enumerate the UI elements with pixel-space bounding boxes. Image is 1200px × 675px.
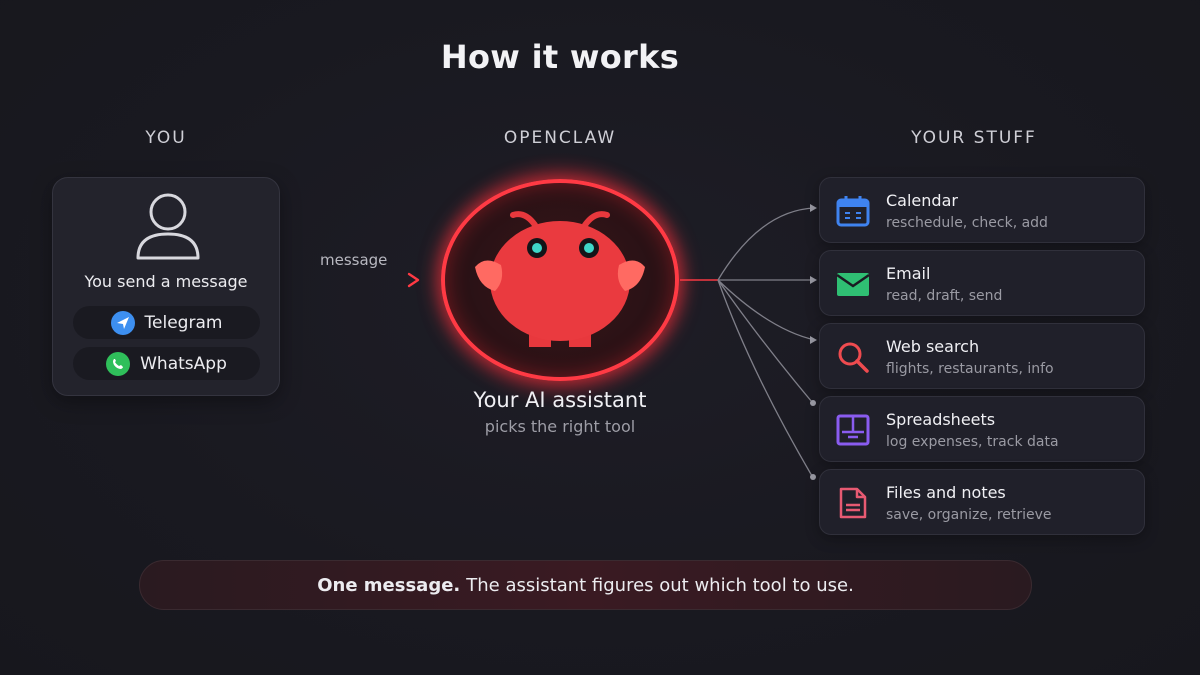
tool-title: Files and notes — [886, 483, 1006, 502]
you-card: You send a message Telegram WhatsApp — [52, 177, 280, 396]
assistant-label: Your AI assistant — [473, 388, 647, 412]
tool-title: Spreadsheets — [886, 410, 996, 429]
tool-title: Email — [886, 264, 931, 283]
tool-card-spreadsheets: Spreadsheets log expenses, track data — [819, 396, 1145, 462]
tool-subtitle: reschedule, check, add — [886, 215, 1048, 231]
email-icon — [836, 273, 870, 296]
search-icon — [838, 342, 869, 373]
spreadsheet-icon — [836, 414, 870, 446]
calendar-icon — [836, 196, 870, 227]
tool-title: Calendar — [886, 191, 958, 210]
tool-title: Web search — [886, 337, 980, 356]
page-title: How it works — [440, 38, 680, 76]
mascot-icon — [475, 211, 645, 347]
whatsapp-channel: WhatsApp — [73, 347, 260, 380]
banner-emphasis: One message. — [317, 574, 461, 596]
telegram-icon — [110, 310, 135, 335]
tool-subtitle: read, draft, send — [886, 288, 1003, 304]
whatsapp-label: WhatsApp — [140, 353, 227, 374]
tool-card-web-search: Web search flights, restaurants, info — [819, 323, 1145, 389]
tool-subtitle: save, organize, retrieve — [886, 507, 1052, 523]
branch-arrows — [680, 204, 817, 480]
summary-banner: One message. The assistant figures out w… — [139, 560, 1032, 610]
message-arrow-icon — [282, 272, 420, 288]
column-heading-your-stuff: YOUR STUFF — [911, 128, 1037, 148]
column-heading-you: YOU — [145, 128, 187, 148]
message-connector-label: message — [320, 251, 388, 269]
tool-card-email: Email read, draft, send — [819, 250, 1145, 316]
column-heading-openclaw: OPENCLAW — [503, 128, 617, 148]
whatsapp-icon — [106, 351, 131, 376]
telegram-channel: Telegram — [73, 306, 260, 339]
file-icon — [839, 487, 867, 519]
you-send-message-label: You send a message — [84, 272, 248, 291]
tool-card-files-and-notes: Files and notes save, organize, retrieve — [819, 469, 1145, 535]
banner-text: The assistant figures out which tool to … — [466, 574, 854, 596]
tool-subtitle: flights, restaurants, info — [886, 361, 1054, 377]
tool-card-calendar: Calendar reschedule, check, add — [819, 177, 1145, 243]
telegram-label: Telegram — [144, 312, 223, 333]
person-icon — [136, 193, 200, 260]
tool-subtitle: log expenses, track data — [886, 434, 1059, 450]
assistant-sublabel: picks the right tool — [484, 417, 636, 436]
